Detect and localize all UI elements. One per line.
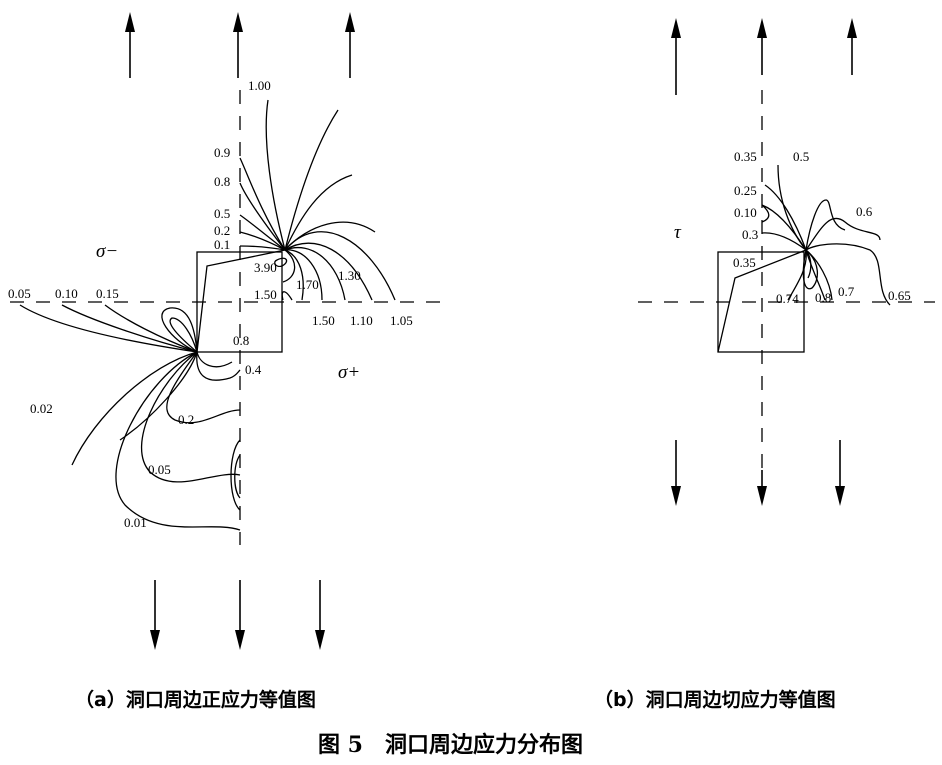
contour-label: 0.35 [734,149,757,164]
panel-b: 0.35 0.5 0.25 0.10 0.6 0.3 0.35 0.74 0.8… [594,18,935,711]
tension-arrows-bottom-a [150,580,325,650]
contour-label: 0.1 [214,237,230,252]
sigma-minus-symbol: σ− [96,241,118,262]
contour-lines-a [19,99,396,531]
contour-label: 0.9 [214,145,230,160]
contour-labels-b: 0.35 0.5 0.25 0.10 0.6 0.3 0.35 0.74 0.8… [733,149,911,306]
contour-lines-b [761,164,891,306]
contour-label: 0.8 [214,174,230,189]
contour-label: 0.8 [233,333,249,348]
contour-label: 0.05 [8,286,31,301]
contour-label: 1.50 [254,287,277,302]
contour-label: 1.00 [248,78,271,93]
opening-outline-b [717,249,807,353]
contour-label: 0.8 [815,290,831,305]
panel-a: 1.00 0.9 0.8 0.5 0.2 0.1 3.90 1.30 1.70 … [8,12,440,711]
figure-title: 图 5 洞口周边应力分布图 [318,732,583,758]
contour-label: 0.5 [214,206,230,221]
contour-label: 0.2 [214,223,230,238]
contour-label: 1.70 [296,277,319,292]
contour-label: 1.05 [390,313,413,328]
tension-arrows-top-b [671,18,857,95]
contour-label: 0.15 [96,286,119,301]
contour-label: 0.74 [776,291,799,306]
contour-label: 1.10 [350,313,373,328]
contour-label: 1.50 [312,313,335,328]
tau-symbol: τ [674,222,682,243]
tension-arrows-top-a [125,12,355,78]
contour-label: 0.65 [888,288,911,303]
contour-label: 3.90 [254,260,277,275]
contour-label: 0.3 [742,227,758,242]
contour-label: 0.10 [734,205,757,220]
contour-labels-a: 1.00 0.9 0.8 0.5 0.2 0.1 3.90 1.30 1.70 … [8,78,413,530]
contour-label: 0.35 [733,255,756,270]
caption-b: （b）洞口周边切应力等值图 [594,688,836,711]
contour-label: 0.25 [734,183,757,198]
contour-label: 0.10 [55,286,78,301]
contour-label: 0.01 [124,515,147,530]
contour-label: 0.4 [245,362,262,377]
contour-label: 0.02 [30,401,53,416]
contour-label: 0.5 [793,149,809,164]
contour-label: 0.2 [178,412,194,427]
contour-label: 1.30 [338,268,361,283]
tension-arrows-bottom-b [671,440,845,506]
contour-label: 0.6 [856,204,873,219]
caption-a: （a）洞口周边正应力等值图 [75,688,316,711]
contour-label: 0.7 [838,284,855,299]
opening-outline-a [196,249,286,353]
sigma-plus-symbol: σ+ [338,362,360,383]
contour-label: 0.05 [148,462,171,477]
